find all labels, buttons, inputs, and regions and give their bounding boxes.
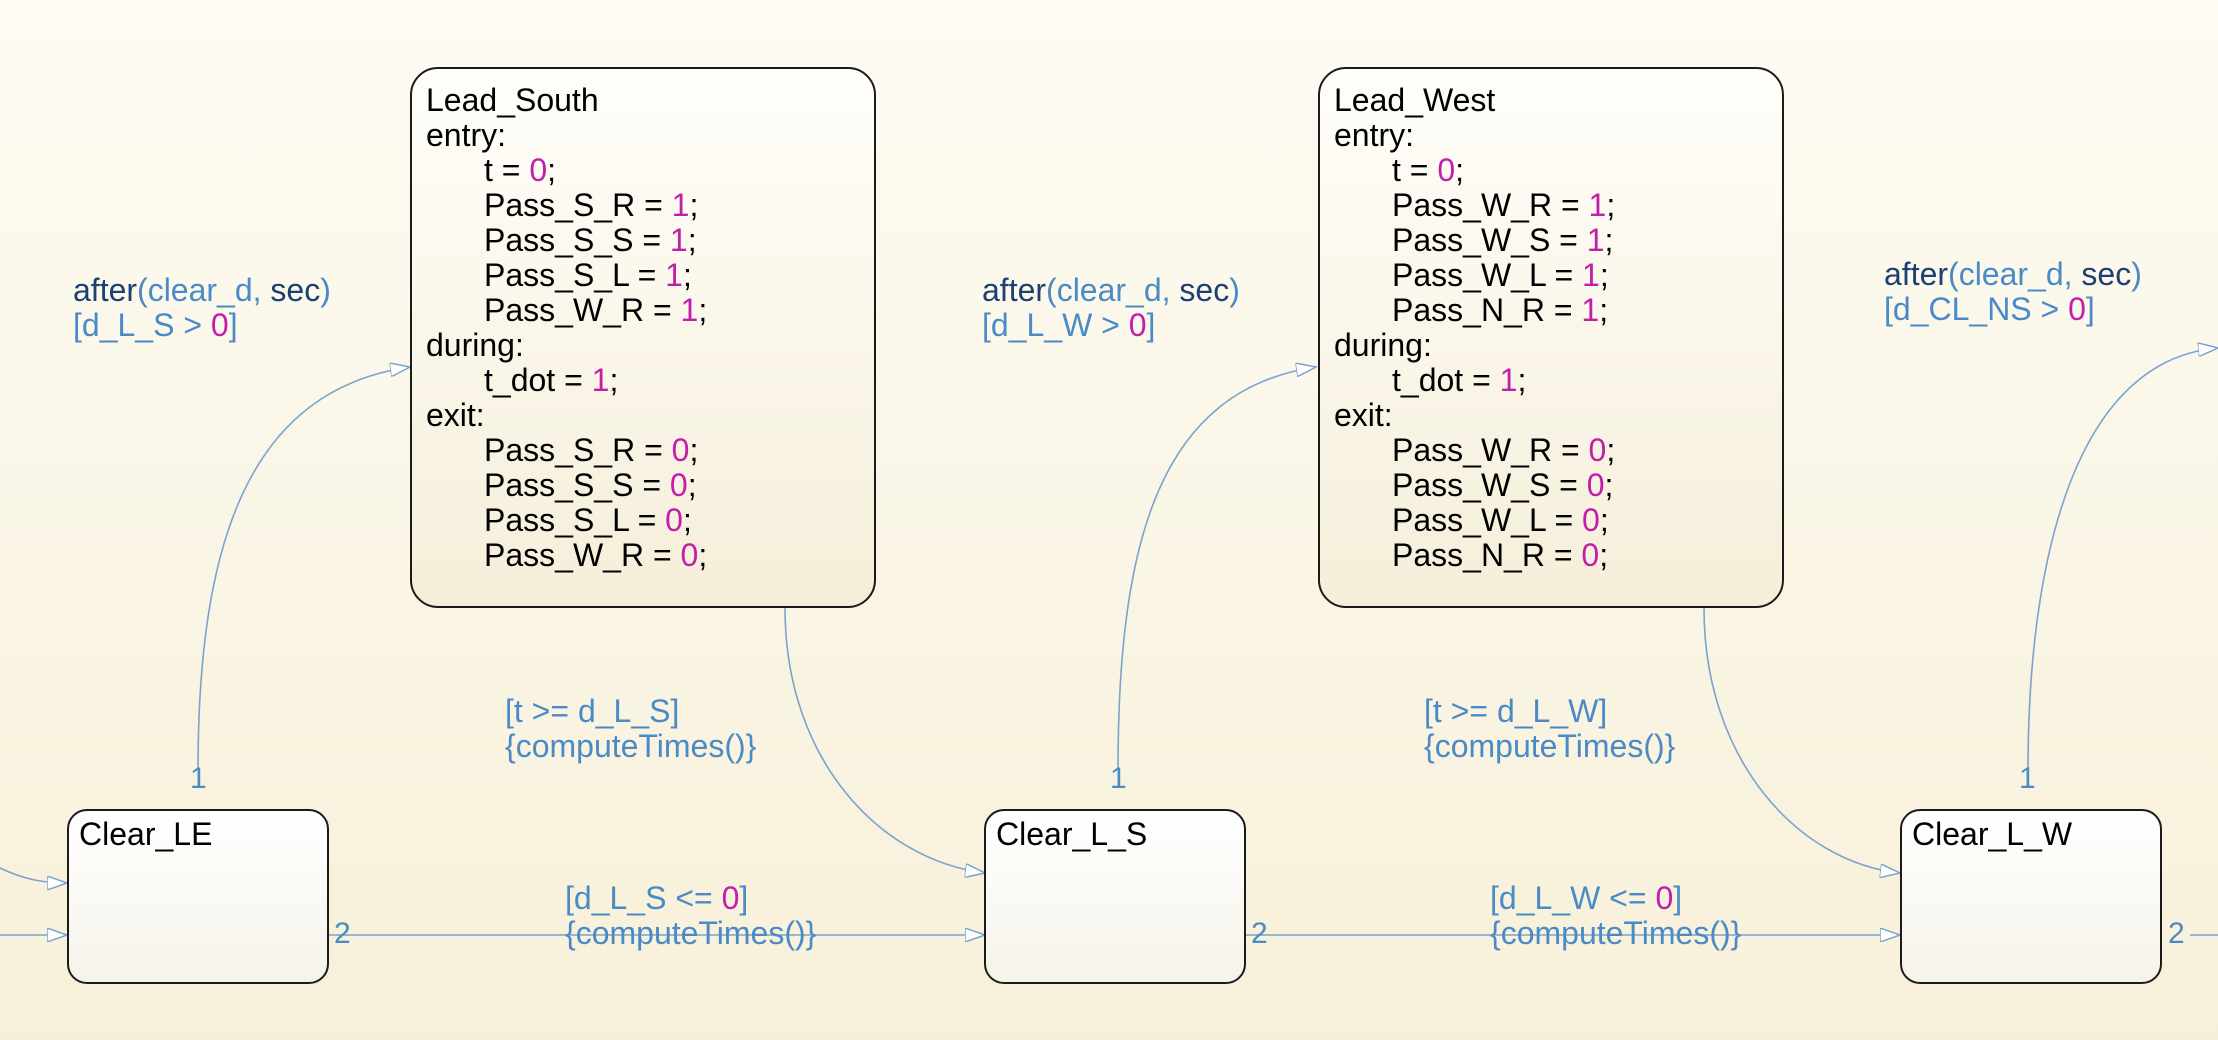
exit-action: Pass_S_R = 0; (484, 432, 699, 468)
exit-action: Pass_W_S = 0; (1392, 467, 1614, 503)
entry-action: Pass_N_R = 1; (1392, 292, 1609, 328)
exit-label: exit: (426, 397, 485, 433)
priority-label: 1 (1110, 762, 1127, 795)
transition-label-after-2[interactable]: after(clear_d, sec) [d_L_W > 0] (982, 272, 1240, 343)
transition-label-skip-west[interactable]: [d_L_W <= 0] {computeTimes()} (1490, 880, 1742, 951)
transition-label-timeout-west[interactable]: [t >= d_L_W] {computeTimes()} (1424, 693, 1676, 764)
state-title: Lead_West (1334, 82, 1496, 118)
state-clear-l-s[interactable]: Clear_L_S (984, 809, 1246, 984)
exit-action: Pass_W_L = 0; (1392, 502, 1609, 538)
priority-label: 1 (190, 762, 207, 795)
state-title: Lead_South (426, 82, 599, 118)
exit-action: Pass_N_R = 0; (1392, 537, 1609, 573)
entry-action: Pass_W_R = 1; (1392, 187, 1616, 223)
transition-lead-west-to-clear-l-w (1703, 607, 1900, 873)
state-lead-south[interactable]: Lead_South entry: t = 0; Pass_S_R = 1; P… (410, 67, 876, 608)
state-title: Clear_L_S (996, 816, 1148, 852)
state-clear-l-w[interactable]: Clear_L_W (1900, 809, 2162, 984)
entry-action: Pass_W_R = 1; (484, 292, 708, 328)
state-title: Clear_L_W (1912, 816, 2073, 852)
priority-label: 2 (334, 917, 351, 950)
transition-label-after-3[interactable]: after(clear_d, sec) [d_CL_NS > 0] (1884, 256, 2142, 327)
transition-label-timeout-south[interactable]: [t >= d_L_S] {computeTimes()} (505, 693, 757, 764)
during-label: during: (1334, 327, 1432, 363)
priority-label: 2 (2168, 917, 2185, 950)
state-lead-west[interactable]: Lead_West entry: t = 0; Pass_W_R = 1; Pa… (1318, 67, 1784, 608)
exit-action: Pass_S_S = 0; (484, 467, 697, 503)
entry-action: Pass_W_L = 1; (1392, 257, 1609, 293)
transition-clear-le-to-lead-south (197, 367, 410, 771)
exit-action: Pass_W_R = 0; (1392, 432, 1616, 468)
state-clear-le[interactable]: Clear_LE (67, 809, 329, 984)
during-label: during: (426, 327, 524, 363)
entry-action: t = 0; (484, 152, 557, 188)
exit-action: Pass_S_L = 0; (484, 502, 692, 538)
entry-action: Pass_S_R = 1; (484, 187, 699, 223)
state-actions: entry: t = 0; Pass_S_R = 1; Pass_S_S = 1… (426, 118, 707, 573)
entry-action: Pass_S_L = 1; (484, 257, 692, 293)
state-title: Clear_LE (79, 816, 213, 852)
priority-label: 2 (1251, 917, 1268, 950)
during-action: t_dot = 1; (1392, 362, 1527, 398)
transition-label-after-1[interactable]: after(clear_d, sec) [d_L_S > 0] (73, 272, 331, 343)
priority-label: 1 (2019, 762, 2036, 795)
incoming-transition-upper (0, 867, 67, 883)
transition-clear-l-s-to-lead-west (1117, 367, 1316, 771)
entry-action: t = 0; (1392, 152, 1465, 188)
exit-label: exit: (1334, 397, 1393, 433)
entry-label: entry: (426, 117, 507, 153)
transition-lead-south-to-clear-l-s (784, 607, 985, 873)
transition-clear-l-w-exit (2027, 348, 2218, 771)
entry-action: Pass_S_S = 1; (484, 222, 697, 258)
during-action: t_dot = 1; (484, 362, 619, 398)
state-actions: entry: t = 0; Pass_W_R = 1; Pass_W_S = 1… (1334, 118, 1615, 573)
entry-action: Pass_W_S = 1; (1392, 222, 1614, 258)
entry-label: entry: (1334, 117, 1415, 153)
transition-label-skip-south[interactable]: [d_L_S <= 0] {computeTimes()} (565, 880, 817, 951)
exit-action: Pass_W_R = 0; (484, 537, 708, 573)
